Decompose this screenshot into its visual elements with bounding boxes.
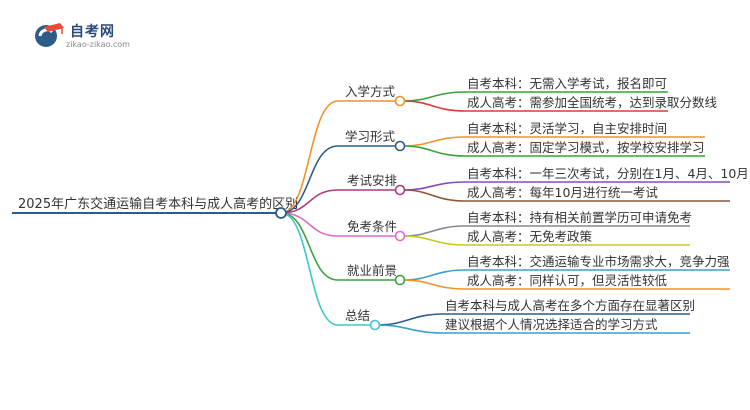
branch-connector	[280, 145, 339, 214]
branch-node[interactable]	[394, 95, 406, 107]
leaf-text[interactable]: 自考本科：灵活学习，自主安排时间	[467, 121, 667, 136]
leaf-connector	[403, 181, 466, 191]
leaf-text[interactable]: 建议根据个人情况选择适合的学习方式	[445, 317, 658, 332]
branch-label[interactable]: 学习形式	[345, 129, 396, 144]
leaf-text[interactable]: 成人高考：无免考政策	[467, 229, 593, 244]
branch-node[interactable]	[369, 319, 381, 331]
leaf-connector	[378, 313, 444, 326]
branch-connector	[280, 212, 339, 326]
leaf-connector	[403, 136, 466, 147]
branch-node[interactable]	[394, 140, 406, 152]
branch-connector	[280, 189, 339, 214]
branch-connector	[280, 212, 339, 281]
leaf-connector	[403, 189, 466, 202]
branch-connector	[280, 212, 339, 237]
leaf-text[interactable]: 自考本科与成人高考在多个方面存在显著区别	[445, 298, 695, 313]
branch-label[interactable]: 免考条件	[347, 219, 397, 234]
leaf-text[interactable]: 成人高考：每年10月进行统一考试	[467, 185, 658, 200]
leaf-connector	[403, 269, 466, 281]
leaf-connector	[378, 324, 444, 334]
branch-node[interactable]	[394, 230, 406, 242]
root-topic[interactable]: 2025年广东交通运输自考本科与成人高考的区别	[18, 196, 298, 212]
leaf-connector	[403, 145, 466, 157]
leaf-text[interactable]: 自考本科：一年三次考试，分别在1月、4月、10月	[467, 166, 749, 181]
leaf-connector	[403, 91, 466, 102]
leaf-connector	[403, 225, 466, 237]
leaf-text[interactable]: 自考本科：持有相关前置学历可申请免考	[467, 210, 692, 225]
graduation-cap-icon	[35, 23, 64, 47]
logo-url: zikao-zikao.com	[66, 40, 130, 49]
leaf-text[interactable]: 自考本科：交通运输专业市场需求大，竞争力强	[467, 254, 730, 269]
leaf-connector	[403, 279, 466, 290]
leaf-text[interactable]: 成人高考：固定学习模式，按学校安排学习	[467, 140, 705, 155]
leaf-connector	[403, 100, 466, 112]
branch-label[interactable]: 考试安排	[347, 173, 398, 188]
branch-label[interactable]: 入学方式	[345, 84, 396, 99]
logo-name: 自考网	[70, 24, 115, 40]
branch-node[interactable]	[394, 184, 406, 196]
leaf-text[interactable]: 成人高考：需参加全国统考，达到录取分数线	[467, 95, 718, 110]
branch-label[interactable]: 就业前景	[347, 263, 397, 278]
leaf-connector	[403, 235, 466, 246]
leaf-text[interactable]: 成人高考：同样认可，但灵活性较低	[467, 273, 668, 288]
leaf-text[interactable]: 自考本科：无需入学考试，报名即可	[467, 76, 667, 91]
branch-label[interactable]: 总结	[345, 308, 370, 323]
site-logo[interactable]: 自考网 zikao-zikao.com	[32, 18, 142, 52]
branch-connector	[280, 100, 339, 214]
root-node[interactable]	[275, 207, 287, 219]
branch-node[interactable]	[394, 274, 406, 286]
